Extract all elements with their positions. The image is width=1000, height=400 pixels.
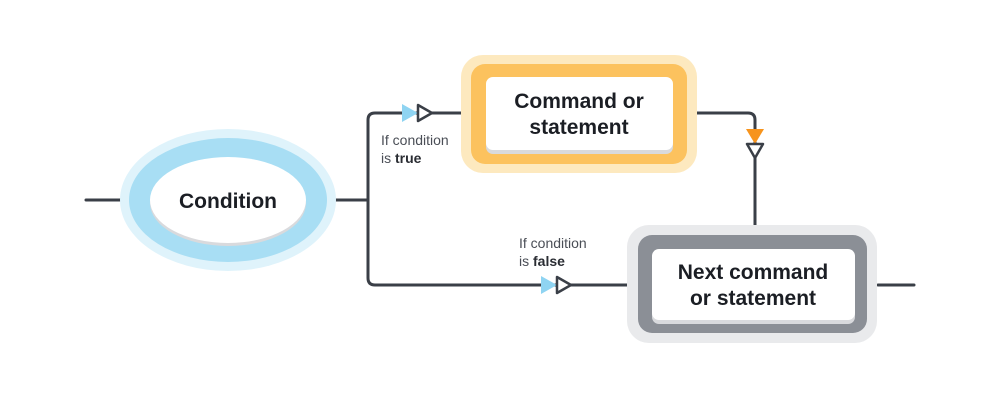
down-arrow-fill-icon	[746, 129, 764, 144]
true-branch-value: true	[395, 150, 422, 166]
condition-face	[150, 157, 306, 243]
true-branch-arrow-icon	[402, 103, 434, 123]
true-arrow-fill-icon	[402, 104, 418, 122]
connector-true-branch	[366, 111, 464, 202]
connectors	[84, 111, 916, 287]
connector-false-branch	[366, 198, 632, 287]
command-node: Command or statement	[461, 55, 697, 173]
true-branch-value-line: is true	[381, 150, 422, 166]
connector-command-to-next	[694, 111, 757, 228]
true-branch-text: If condition	[381, 132, 449, 148]
false-branch-value-line: is false	[519, 253, 565, 269]
true-branch-prefix: is	[381, 150, 395, 166]
condition-label: Condition	[179, 190, 277, 213]
command-label-line1: Command or	[514, 90, 644, 113]
down-arrow-icon	[745, 129, 765, 160]
true-branch-label: If condition is true	[381, 132, 449, 166]
false-branch-value: false	[533, 253, 565, 269]
command-face	[486, 77, 673, 150]
command-label-line2: statement	[529, 116, 628, 139]
true-arrow-outline-icon	[416, 103, 434, 123]
false-branch-prefix: is	[519, 253, 533, 269]
down-arrow-outline-icon	[745, 142, 765, 160]
next-label-line2: or statement	[690, 287, 816, 310]
false-branch-label: If condition is false	[519, 235, 587, 269]
false-branch-text: If condition	[519, 235, 587, 251]
next-label-line1: Next command	[678, 261, 829, 284]
false-arrow-fill-icon	[541, 276, 557, 294]
next-node: Next command or statement	[627, 225, 877, 343]
condition-node: Condition	[120, 129, 336, 271]
false-arrow-outline-icon	[555, 275, 573, 295]
next-face	[652, 249, 855, 320]
false-branch-arrow-icon	[541, 275, 573, 295]
